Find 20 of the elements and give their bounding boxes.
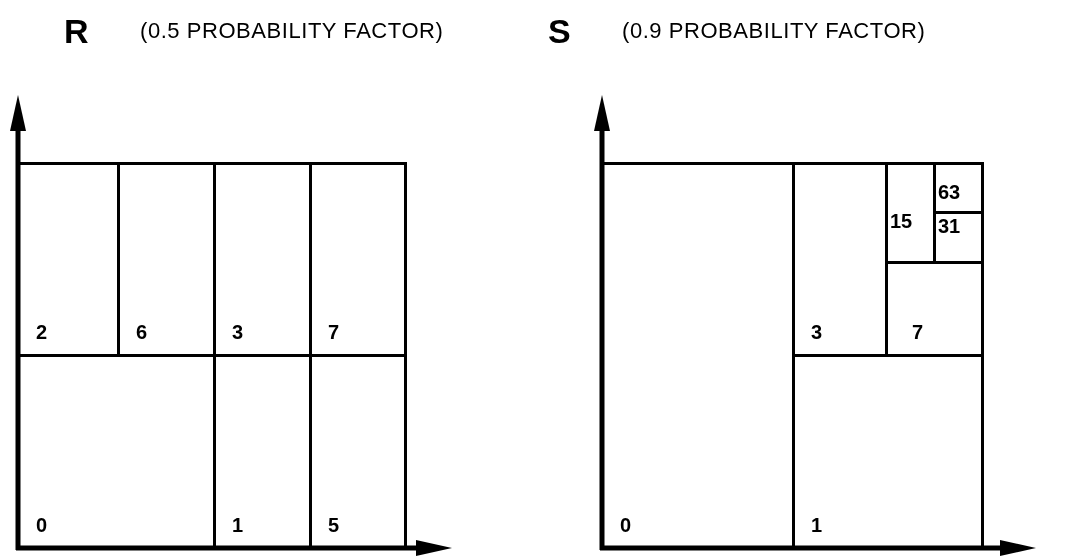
cell-number: 3: [811, 322, 823, 342]
panel-heading: (0.9 PROBABILITY FACTOR): [622, 20, 926, 42]
cell-number: 7: [328, 322, 340, 342]
cell-number: 1: [232, 515, 244, 535]
cell-number: 5: [328, 515, 340, 535]
cell-number: 3: [232, 322, 244, 342]
panel-heading: (0.5 PROBABILITY FACTOR): [140, 20, 444, 42]
cell-number: 0: [36, 515, 48, 535]
cell-number: 2: [36, 322, 48, 342]
cell-number: 15: [890, 211, 913, 231]
grid-cell: [933, 162, 984, 214]
cell-number: 7: [912, 322, 924, 342]
panel-letter: R: [64, 14, 89, 48]
cell-number: 31: [938, 216, 961, 236]
cell-number: 1: [811, 515, 823, 535]
panel-letter: S: [548, 14, 571, 48]
cell-number: 0: [620, 515, 632, 535]
grid-cell: [309, 162, 407, 357]
cell-number: 63: [938, 182, 961, 202]
cell-number: 6: [136, 322, 148, 342]
